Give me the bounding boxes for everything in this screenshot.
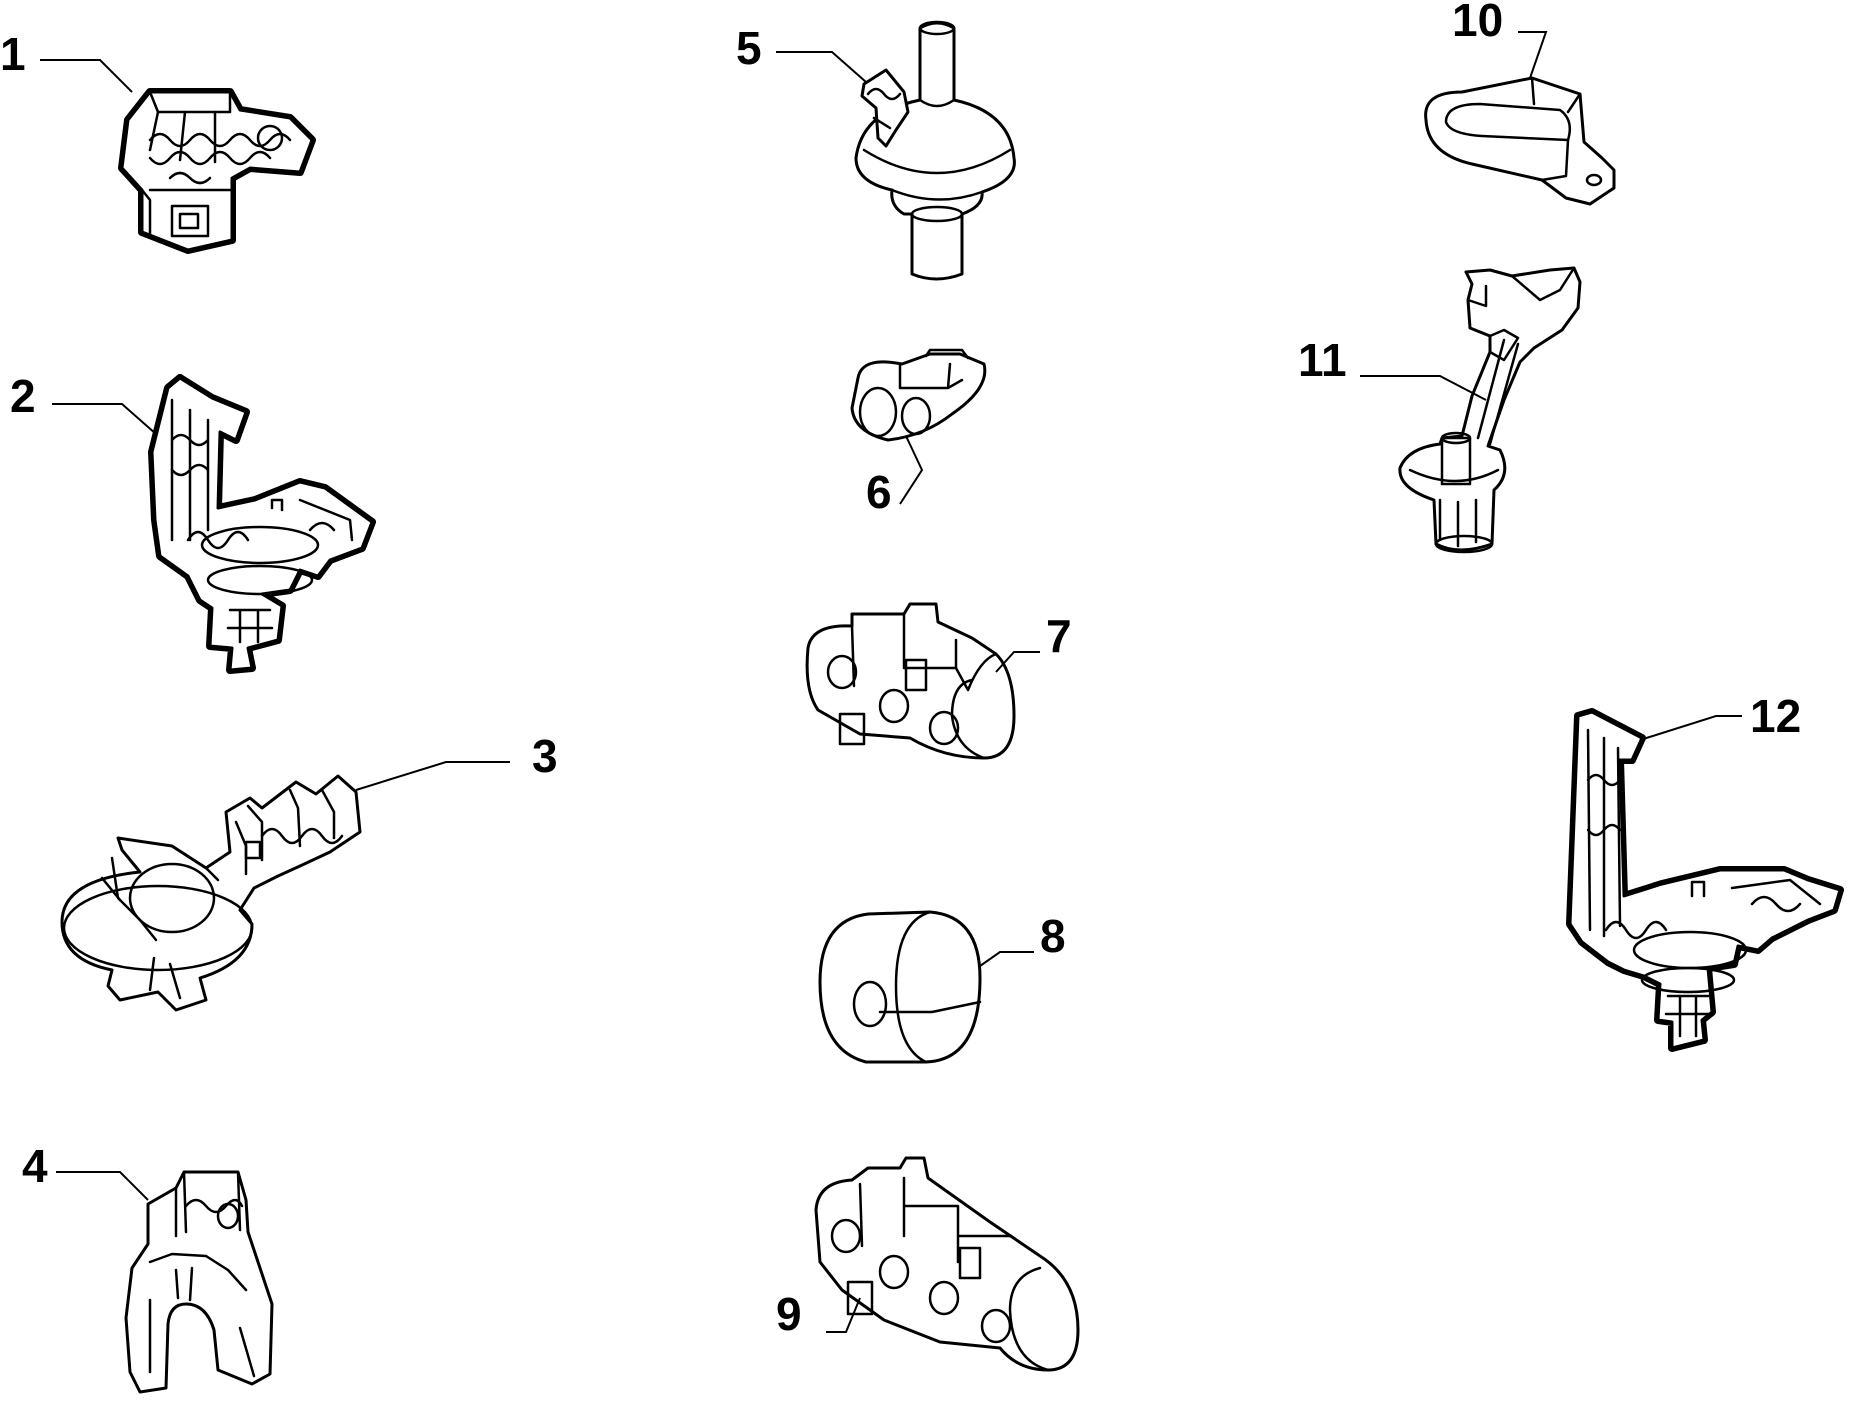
- callout-4-label: 4: [22, 1140, 48, 1192]
- callout-11: 11: [1298, 334, 1487, 401]
- callout-7-label: 7: [1046, 610, 1072, 662]
- callout-9: 9: [776, 1288, 861, 1340]
- part-5-pin-with-clip[interactable]: [854, 20, 1016, 281]
- callout-11-label: 11: [1298, 334, 1347, 386]
- callout-10-label: 10: [1452, 0, 1503, 46]
- callout-7: 7: [995, 610, 1072, 673]
- callout-1: 1: [0, 28, 133, 93]
- callout-2-label: 2: [10, 370, 36, 422]
- part-7-triple-clip[interactable]: [805, 602, 1016, 760]
- part-3-double-clip[interactable]: [60, 774, 362, 1012]
- callout-6: 6: [866, 435, 924, 518]
- part-4-saddle-clip[interactable]: [124, 1170, 274, 1394]
- callout-3: 3: [355, 730, 558, 791]
- callout-8: 8: [979, 910, 1066, 967]
- part-8-split-grommet[interactable]: [818, 910, 982, 1064]
- callout-3-label: 3: [532, 730, 558, 782]
- callout-1-label: 1: [0, 28, 26, 80]
- callout-10: 10: [1452, 0, 1548, 79]
- callout-12: 12: [1639, 690, 1801, 742]
- callout-8-label: 8: [1040, 910, 1066, 962]
- part-1-multi-clip-bracket[interactable]: [118, 88, 316, 254]
- callout-12-label: 12: [1750, 690, 1801, 742]
- part-2-retainer-push-pin[interactable]: [148, 374, 376, 674]
- part-12-retainer-push-pin[interactable]: [1566, 708, 1844, 1052]
- part-11-hook-push-pin[interactable]: [1398, 266, 1582, 554]
- callout-5: 5: [736, 22, 867, 83]
- callout-4: 4: [22, 1140, 149, 1201]
- part-9-quad-clip[interactable]: [814, 1156, 1080, 1372]
- callout-6-label: 6: [866, 466, 892, 518]
- part-10-strap-bracket[interactable]: [1424, 76, 1616, 206]
- part-6-double-grommet[interactable]: [850, 348, 987, 442]
- callout-9-label: 9: [776, 1288, 802, 1340]
- callout-5-label: 5: [736, 22, 762, 74]
- callout-2: 2: [10, 370, 157, 435]
